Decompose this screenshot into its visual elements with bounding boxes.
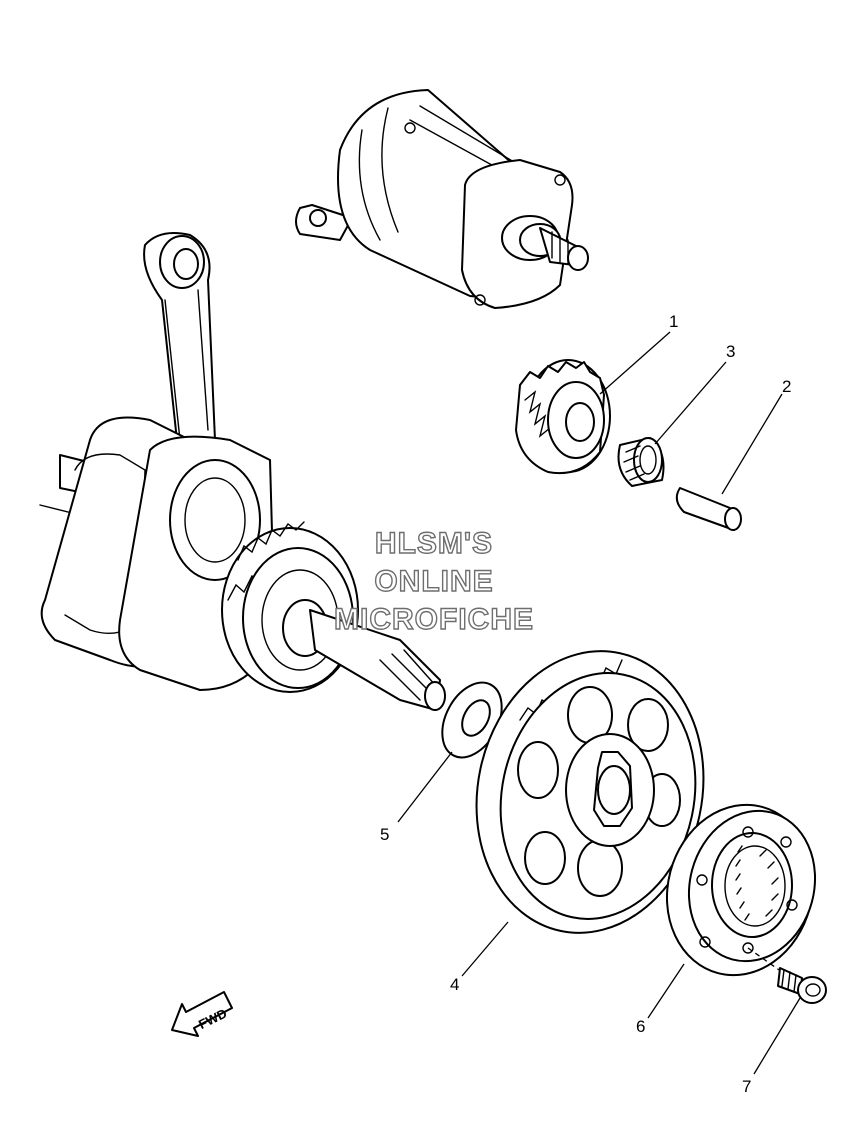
fwd-arrow-icon [171, 991, 233, 1037]
washer [441, 681, 503, 759]
crankshaft-assembly [39, 232, 446, 711]
idle-gear-shaft [675, 487, 742, 531]
fwd-direction-badge: FWD [171, 991, 233, 1037]
watermark: HLSM'S ONLINE MICROFICHE [333, 526, 534, 636]
needle-bearing [617, 437, 665, 487]
callout-6: 6 [636, 1017, 645, 1036]
watermark-line-2: ONLINE [374, 565, 493, 598]
starter-wheel-gear [475, 650, 705, 934]
bolt [747, 947, 827, 1004]
callout-3: 3 [726, 342, 735, 361]
starter-idle-gear [515, 359, 611, 474]
callout-7: 7 [742, 1077, 751, 1096]
callout-5: 5 [380, 825, 389, 844]
watermark-line-1: HLSM'S [375, 527, 493, 560]
callout-2: 2 [782, 377, 791, 396]
callout-labels: 1 2 3 4 5 6 7 [380, 312, 791, 1096]
callout-1: 1 [669, 312, 678, 331]
watermark-line-3: MICROFICHE [334, 603, 534, 636]
starter-clutch [665, 803, 817, 977]
leader-lines [397, 331, 801, 1075]
callout-4: 4 [450, 975, 459, 994]
starter-motor [295, 89, 589, 309]
